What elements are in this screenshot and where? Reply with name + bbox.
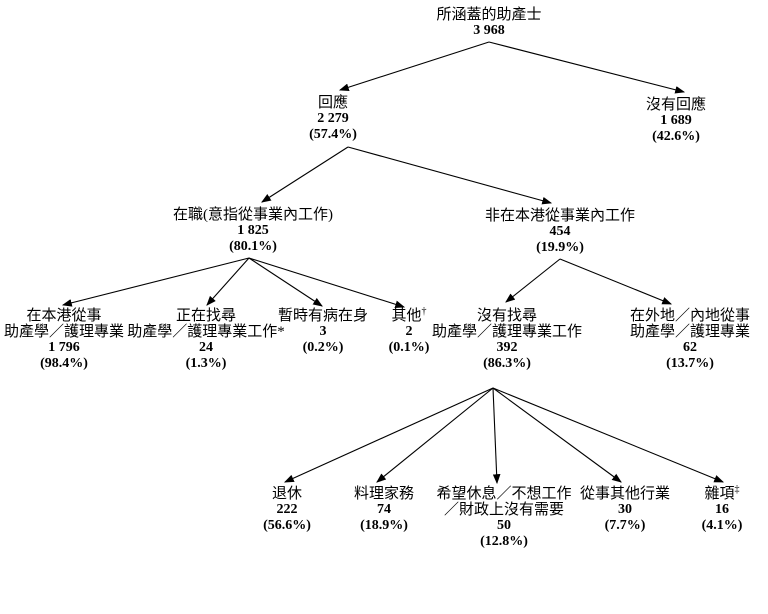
arrow-not-seeking-retired xyxy=(283,387,494,483)
node-value: 30 xyxy=(617,502,632,517)
arrow-root-responded xyxy=(338,41,490,91)
node-not-in-hk-industry: 非在本港從事業內工作 454 (19.9%) xyxy=(485,208,635,256)
node-label: 暫時有病在身 xyxy=(277,308,369,324)
node-responded: 回應 2 279 (57.4%) xyxy=(309,95,357,143)
node-value: 2 279 xyxy=(317,111,349,126)
node-percent: (1.3%) xyxy=(185,356,227,371)
node-retired: 退休 222 (56.6%) xyxy=(263,486,311,534)
node-value: 1 825 xyxy=(237,223,269,238)
node-label: 助產學／護理專業工作 xyxy=(431,324,583,340)
node-rest-no-need: 希望休息／不想工作 ／財政上沒有需要 50 (12.8%) xyxy=(436,486,571,550)
node-value: 62 xyxy=(682,340,697,355)
node-percent: (7.7%) xyxy=(604,518,646,533)
node-others: 其他† 2 (0.1%) xyxy=(388,306,430,356)
arrow-responded-employed xyxy=(261,146,349,203)
node-value: 3 xyxy=(319,324,327,339)
arrow-root-no-response xyxy=(488,41,686,94)
arrow-employed-seeking xyxy=(206,257,250,306)
node-value: 50 xyxy=(496,518,511,533)
node-label: 希望休息／不想工作 xyxy=(436,486,572,502)
node-value: 1 796 xyxy=(48,340,80,355)
arrow-not-seeking-other-industry xyxy=(492,387,622,483)
node-label: 其他† xyxy=(391,306,427,325)
arrow-not-in-hk-abroad xyxy=(559,258,673,305)
node-abroad-mainland: 在外地／內地從事 助產學／護理專業 62 (13.7%) xyxy=(630,308,750,372)
node-value: 2 xyxy=(405,324,413,339)
node-value: 74 xyxy=(376,502,391,517)
node-temporarily-sick: 暫時有病在身 3 (0.2%) xyxy=(278,308,368,356)
node-no-response: 沒有回應 1 689 (42.6%) xyxy=(646,97,706,145)
arrow-employed-others xyxy=(248,257,406,309)
node-label: 回應 xyxy=(317,95,349,111)
node-practising-in-hk: 在本港從事 助產學／護理專業 1 796 (98.4%) xyxy=(4,308,124,372)
node-label: 所涵蓋的助產士 xyxy=(436,7,542,23)
node-percent: (57.4%) xyxy=(309,127,357,142)
dagger-mark: † xyxy=(421,306,427,317)
node-percent: (42.6%) xyxy=(652,129,700,144)
node-seeking-work: 正在找尋 助產學／護理專業工作* 24 (1.3%) xyxy=(127,308,285,372)
node-percent: (18.9%) xyxy=(360,518,408,533)
node-value: 454 xyxy=(549,224,571,239)
node-label: 在職(意指從事業內工作) xyxy=(173,207,333,223)
node-percent: (12.8%) xyxy=(480,534,528,549)
node-housework: 料理家務 74 (18.9%) xyxy=(354,486,414,534)
node-percent: (98.4%) xyxy=(40,356,88,371)
node-percent: (86.3%) xyxy=(483,356,531,371)
node-value: 392 xyxy=(496,340,518,355)
node-percent: (0.1%) xyxy=(388,340,430,355)
node-root: 所涵蓋的助產士 3 968 xyxy=(436,7,541,39)
node-employed: 在職(意指從事業內工作) 1 825 (80.1%) xyxy=(173,207,333,255)
node-value: 222 xyxy=(276,502,298,517)
node-label: 在本港從事 xyxy=(26,308,102,324)
node-percent: (80.1%) xyxy=(229,239,277,254)
node-value: 3 968 xyxy=(473,23,505,38)
node-not-seeking: 沒有找尋 助產學／護理專業工作 392 (86.3%) xyxy=(432,308,582,372)
node-percent: (19.9%) xyxy=(536,240,584,255)
node-miscellaneous: 雜項‡ 16 (4.1%) xyxy=(701,484,743,534)
node-label: 在外地／內地從事 xyxy=(629,308,751,324)
node-percent: (13.7%) xyxy=(666,356,714,371)
node-label: 正在找尋 xyxy=(175,308,237,324)
arrow-employed-practising-hk xyxy=(61,257,250,307)
node-label: 退休 xyxy=(271,486,303,502)
arrow-not-seeking-misc xyxy=(492,387,725,483)
node-label: 助產學／護理專業 xyxy=(629,324,751,340)
node-label: 非在本港從事業內工作 xyxy=(484,208,636,224)
node-label: 從事其他行業 xyxy=(579,486,671,502)
node-percent: (56.6%) xyxy=(263,518,311,533)
node-label: 沒有回應 xyxy=(645,97,707,113)
node-label: 助產學／護理專業工作* xyxy=(127,324,285,340)
double-dagger-mark: ‡ xyxy=(734,484,740,495)
arrow-not-seeking-housework xyxy=(376,387,494,483)
node-value: 1 689 xyxy=(660,113,692,128)
node-other-industry: 從事其他行業 30 (7.7%) xyxy=(580,486,670,534)
node-percent: (4.1%) xyxy=(701,518,743,533)
node-label: 雜項‡ xyxy=(704,484,740,503)
node-percent: (0.2%) xyxy=(302,340,344,355)
node-label: 料理家務 xyxy=(353,486,415,502)
node-label: 沒有找尋 xyxy=(476,308,538,324)
node-label: 助產學／護理專業 xyxy=(3,324,125,340)
node-value: 24 xyxy=(198,340,213,355)
arrow-employed-sick xyxy=(248,257,323,307)
arrow-not-in-hk-not-seeking xyxy=(505,258,561,303)
arrow-responded-not-in-hk xyxy=(347,146,553,205)
node-label: ／財政上沒有需要 xyxy=(443,502,565,518)
node-value: 16 xyxy=(714,502,729,517)
arrow-not-seeking-rest xyxy=(492,387,501,485)
